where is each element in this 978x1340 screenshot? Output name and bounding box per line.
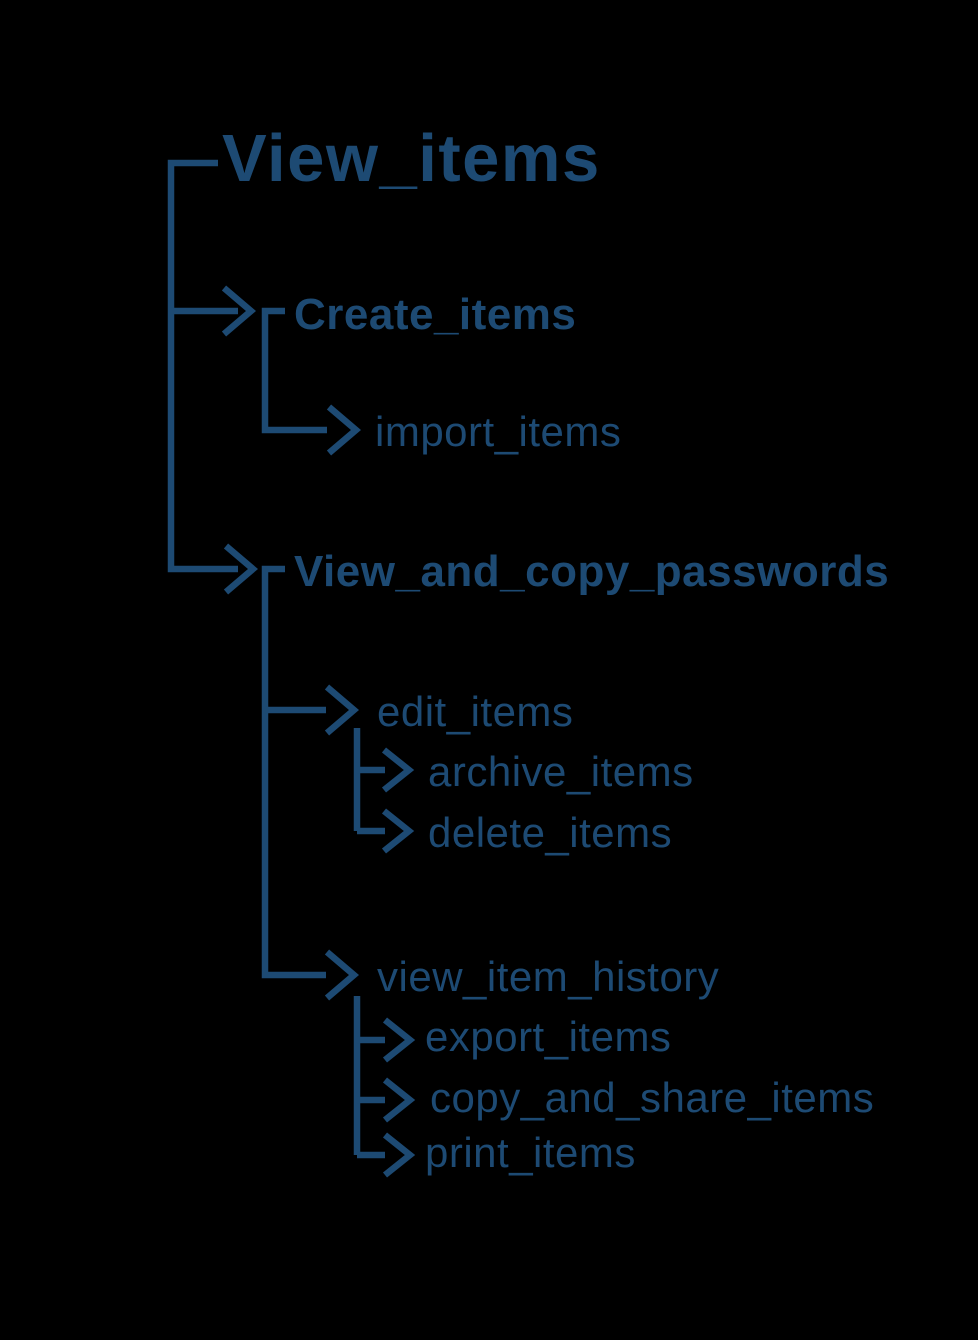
node-delete-items: delete_items [428,809,673,856]
connector-root-spine [167,159,238,573]
node-view-and-copy-passwords: View_and_copy_passwords [294,547,890,596]
node-view-items: View_items [222,121,601,196]
node-view-item-history: view_item_history [377,953,720,1000]
node-create-items: Create_items [294,290,577,339]
node-archive-items: archive_items [428,748,694,795]
arrow-right-icon [382,1017,416,1063]
arrow-right-icon [324,949,360,1001]
node-export-items: export_items [425,1013,672,1060]
node-edit-items: edit_items [377,688,574,735]
connector-create-items-spine [261,307,327,434]
arrow-right-icon [223,543,259,595]
node-print-items: print_items [425,1129,636,1176]
connector-view-and-copy-spine [261,565,326,979]
arrow-right-icon [382,1132,416,1178]
arrow-right-icon [324,684,360,736]
arrow-right-icon [381,808,415,854]
arrow-right-icon [382,1077,416,1123]
arrow-right-icon [381,747,415,793]
arrow-right-icon [221,285,257,337]
arrow-right-icon [326,404,362,456]
node-copy-and-share-items: copy_and_share_items [430,1074,875,1121]
node-import-items: import_items [375,408,622,455]
